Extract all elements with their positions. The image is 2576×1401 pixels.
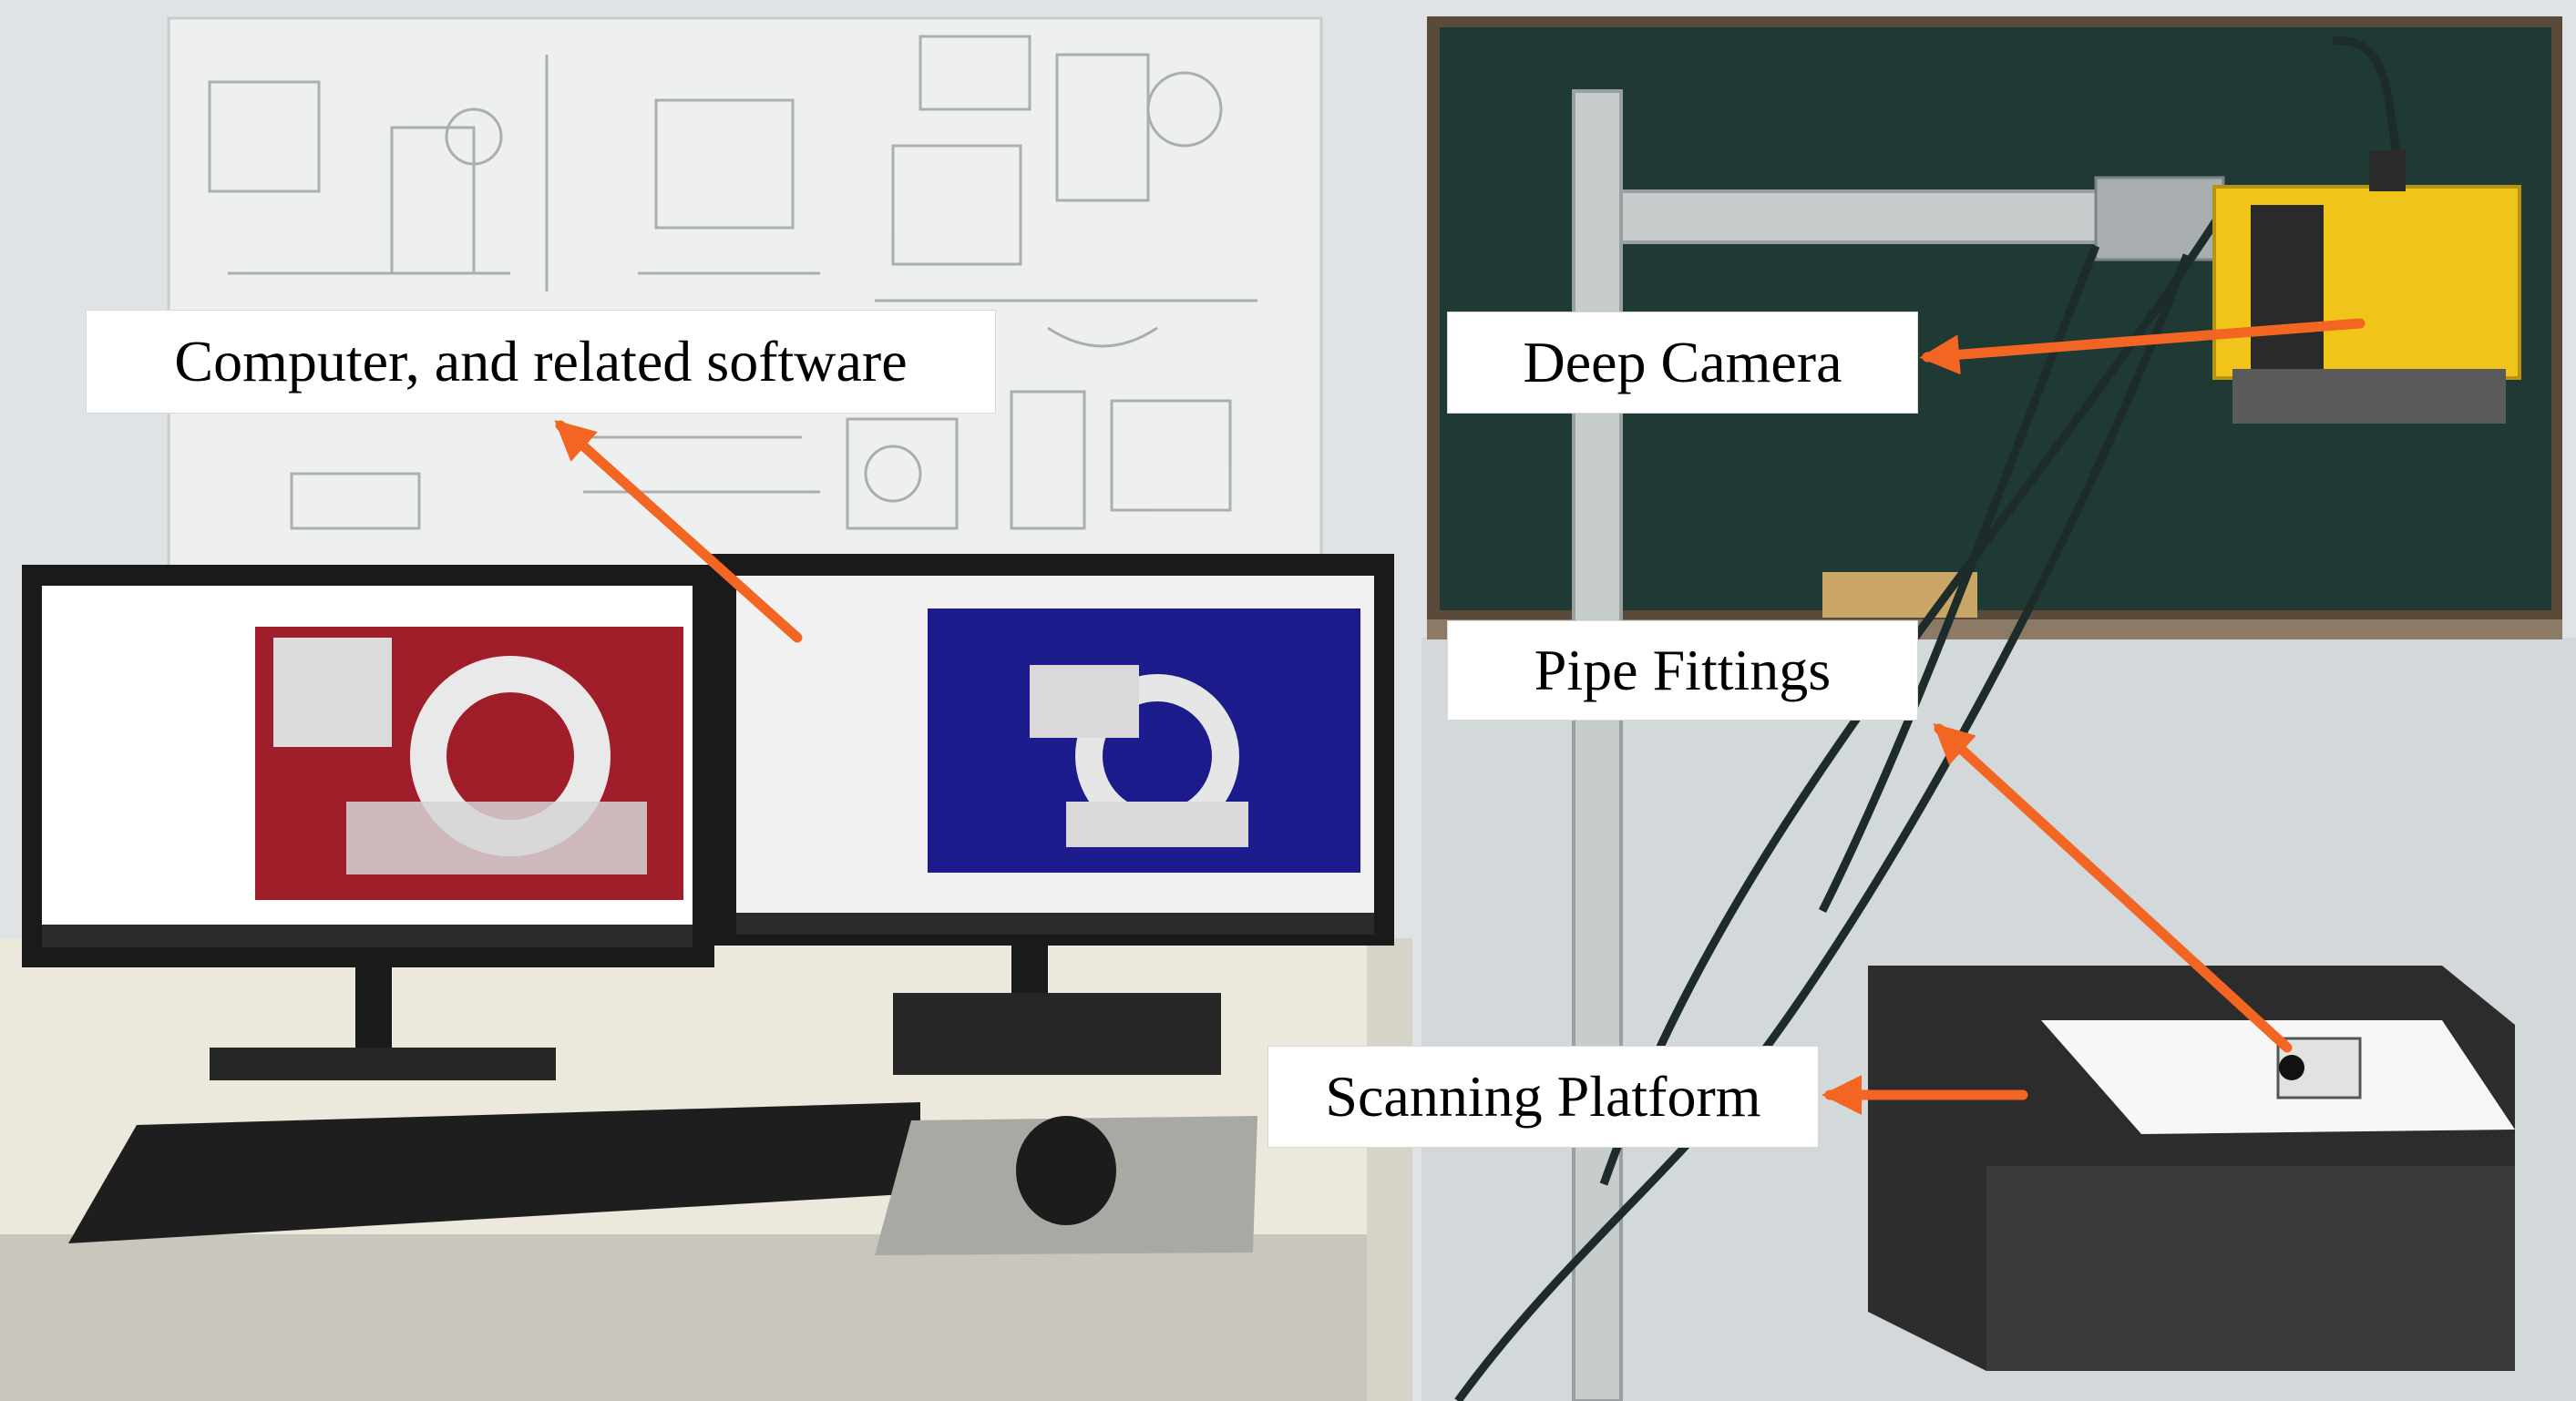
deep-camera-label-text: Deep Camera xyxy=(1523,330,1842,394)
arrow-pipe-fittings xyxy=(1933,723,2293,1053)
scanning-platform-label-text: Scanning Platform xyxy=(1325,1064,1761,1129)
arrow-camera xyxy=(1919,318,2366,375)
arrow-computer xyxy=(554,420,803,643)
scanning-platform xyxy=(1868,966,2515,1371)
deep-camera-label: Deep Camera xyxy=(1447,312,1918,414)
left-monitor xyxy=(22,565,714,1080)
engineering-drawing xyxy=(167,16,1323,585)
scanning-platform-label: Scanning Platform xyxy=(1267,1046,1819,1148)
computer-label-text: Computer, and related software xyxy=(174,329,908,394)
camera-frame xyxy=(1572,89,2225,1401)
right-monitor xyxy=(711,554,1394,1075)
annotation-arrows xyxy=(554,318,2366,1115)
peripherals xyxy=(68,1102,1257,1255)
pipe-fittings-label-text: Pipe Fittings xyxy=(1534,638,1832,702)
depth-camera xyxy=(2212,150,2521,424)
computer-label: Computer, and related software xyxy=(86,310,996,414)
pipe-fittings-label: Pipe Fittings xyxy=(1447,620,1918,721)
